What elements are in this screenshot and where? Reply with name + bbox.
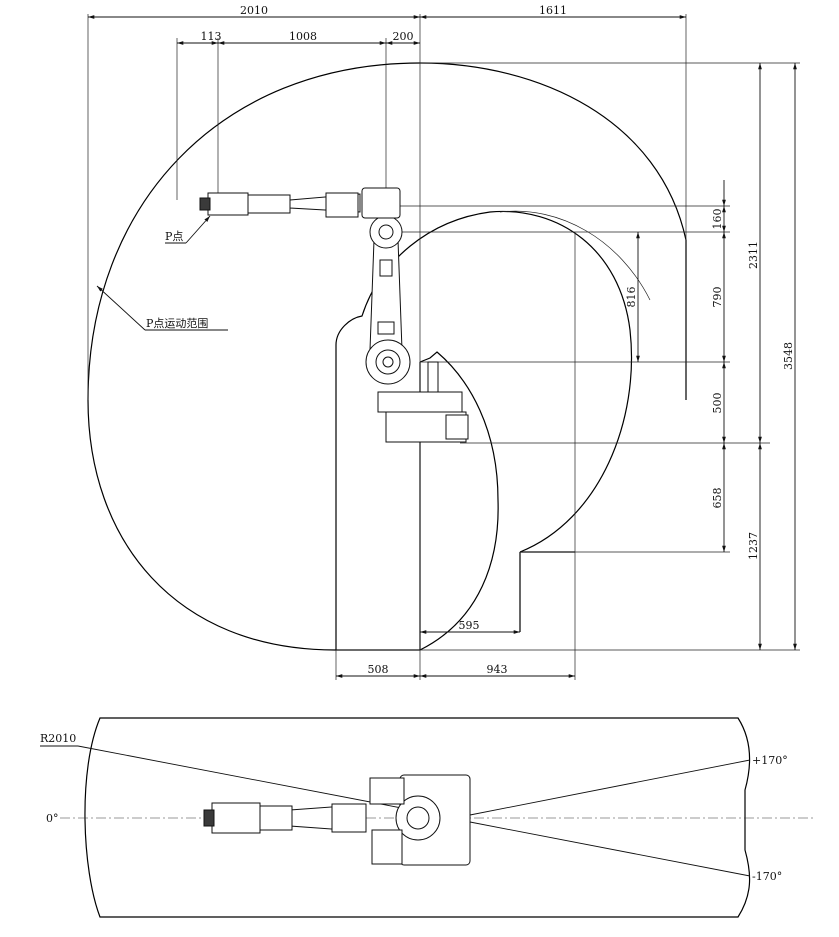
top-wrist: [257, 805, 293, 831]
dim-943: 943: [487, 663, 508, 676]
minus-angle-label: -170°: [752, 870, 782, 883]
leader-labels: P点 P点运动范围: [96, 215, 228, 331]
robot-side-profile: [199, 187, 469, 443]
forearm-motor: [325, 192, 359, 218]
envelope-lower-step: [519, 551, 575, 632]
p-point-label: P点: [165, 230, 183, 243]
dimension-lines: [88, 15, 797, 678]
base-connector: [445, 414, 469, 440]
elbow-joint-inner: [378, 224, 394, 240]
top-view: R2010 0° +170° -170°: [40, 717, 815, 918]
lower-arm-detail: [379, 259, 393, 277]
dim-2311: 2311: [747, 241, 760, 269]
top-wrist-housing: [211, 802, 261, 834]
minus-170-line: [469, 821, 751, 877]
elbow-housing: [361, 187, 401, 219]
plus-angle-label: +170°: [752, 754, 788, 767]
dim-816: 816: [625, 287, 638, 308]
outer-envelope-right-arc: [419, 62, 687, 400]
base-turret: [377, 391, 463, 413]
top-tool-flange: [203, 809, 215, 827]
dim-160: 160: [711, 209, 724, 230]
robot-top-profile: [203, 774, 471, 866]
dim-1008: 1008: [289, 30, 317, 43]
dimension-texts: 2010 1611 113 1008 200 160 790 500 658 2…: [201, 4, 796, 676]
dim-200: 200: [393, 30, 414, 43]
base-cable-block: [427, 361, 439, 393]
tool-flange: [199, 197, 211, 211]
top-forearm-motor: [331, 803, 367, 833]
radius-leader: [77, 745, 413, 811]
dim-3548: 3548: [782, 342, 795, 370]
wrist-housing: [207, 192, 249, 216]
lower-arm-detail-2: [377, 321, 395, 335]
dim-2010: 2010: [240, 4, 268, 17]
outer-envelope-arc: [87, 62, 499, 651]
top-motor-lower: [371, 829, 403, 865]
top-envelope: [84, 717, 751, 918]
zero-angle-label: 0°: [46, 812, 59, 825]
dim-500: 500: [711, 393, 724, 414]
top-turret-inner: [406, 806, 430, 830]
dim-658: 658: [711, 488, 724, 509]
dim-1611: 1611: [539, 4, 567, 17]
dim-595: 595: [459, 619, 480, 632]
plus-170-line: [469, 759, 751, 816]
side-view: 2010 1611 113 1008 200 160 790 500 658 2…: [87, 4, 800, 680]
shoulder-joint-hub: [382, 356, 394, 368]
dim-790: 790: [711, 287, 724, 308]
top-motor-upper: [369, 777, 405, 805]
radius-label: R2010: [40, 732, 76, 745]
dim-508: 508: [368, 663, 389, 676]
dim-1237: 1237: [747, 532, 760, 560]
extension-lines: [87, 14, 800, 680]
wrist-section: [244, 194, 291, 214]
dim-113: 113: [201, 30, 222, 43]
inner-envelope-arc: [335, 210, 633, 553]
p-range-label: P点运动范围: [146, 316, 208, 330]
